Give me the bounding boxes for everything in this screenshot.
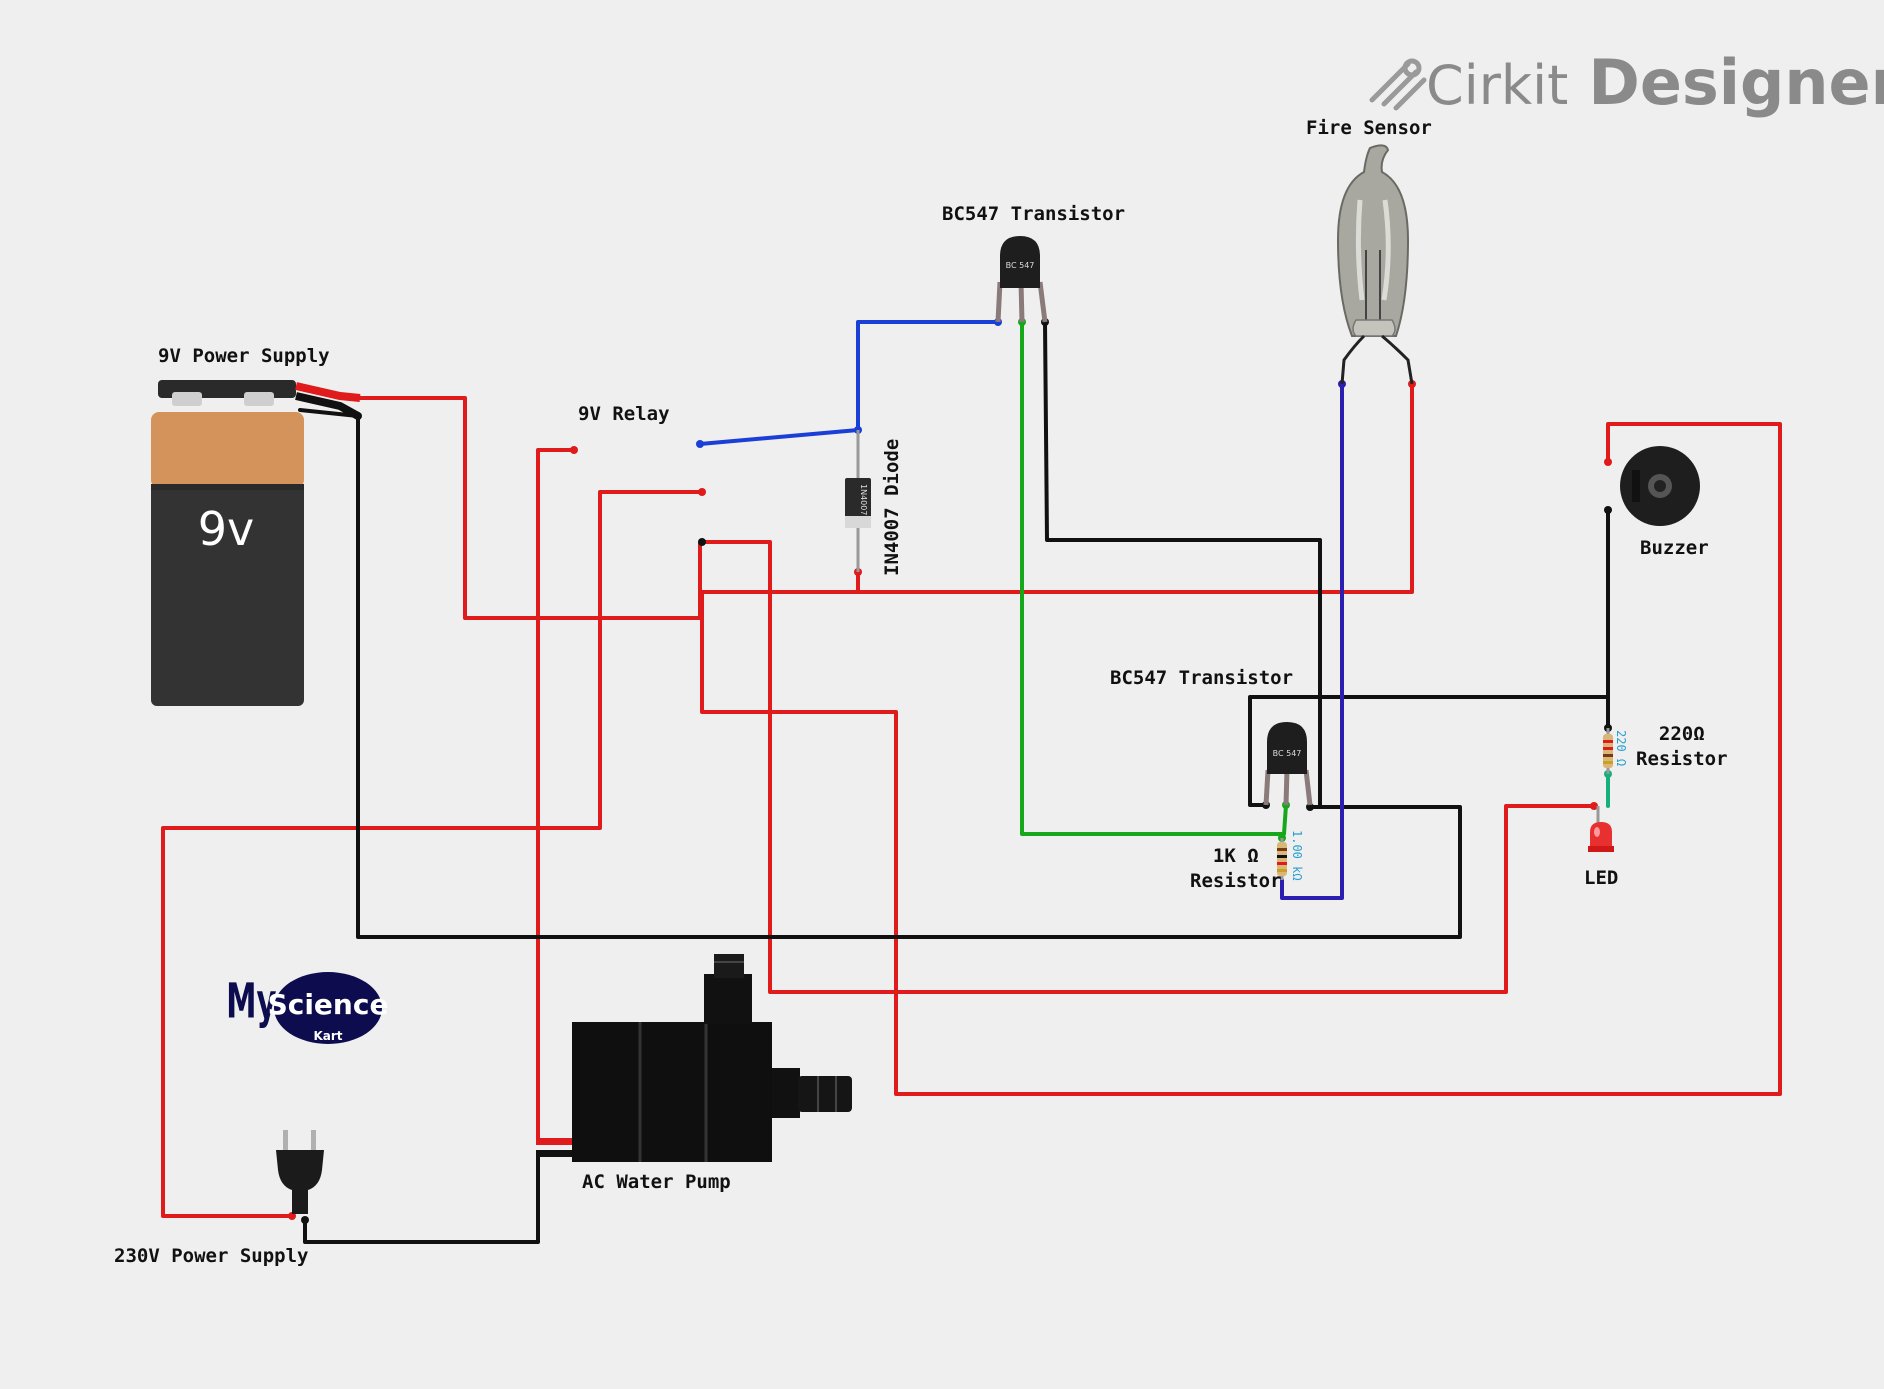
wire-t1-base-t2[interactable] xyxy=(1020,318,1288,836)
buzzer[interactable] xyxy=(1620,446,1700,526)
myscience-kart-logo: My Science Kart xyxy=(226,972,388,1044)
label-led: LED xyxy=(1584,867,1619,889)
transistor2-marking: BC 547 xyxy=(1273,749,1302,758)
label-fire-sensor: Fire Sensor xyxy=(1306,117,1432,139)
label-plug: 230V Power Supply xyxy=(114,1245,309,1267)
resistor220-value-marking: 220 Ω xyxy=(1614,730,1628,767)
wire-plug-pump-neutral[interactable] xyxy=(303,1153,572,1244)
label-diode: IN4007 Diode xyxy=(881,438,903,576)
logo-my: My xyxy=(226,973,276,1030)
wire-relay-led[interactable] xyxy=(700,540,1596,994)
ac-water-pump[interactable] xyxy=(536,954,852,1162)
ac-plug-230v[interactable] xyxy=(276,1130,324,1214)
wire-relay-common-loop[interactable] xyxy=(698,382,1414,594)
wire-relay-nc-plug[interactable] xyxy=(161,490,704,1218)
label-resistor220: 220Ω Resistor xyxy=(1636,722,1728,771)
logo-kart: Kart xyxy=(313,1029,342,1043)
label-resistor1k-line2: Resistor xyxy=(1190,869,1282,892)
resistor-1k[interactable] xyxy=(1277,838,1287,880)
wire-relay-no-pump[interactable] xyxy=(536,448,576,1144)
label-relay: 9V Relay xyxy=(578,403,670,425)
resistor-220[interactable] xyxy=(1603,728,1613,774)
brand-name-part1: Cirkit xyxy=(1426,54,1569,117)
transistor-bc547-1[interactable]: BC 547 xyxy=(995,236,1048,323)
label-resistor1k: 1K Ω Resistor xyxy=(1190,844,1282,893)
label-battery: 9V Power Supply xyxy=(158,345,330,367)
wire-fire-sensor-1k[interactable] xyxy=(1280,382,1344,900)
label-resistor220-line2: Resistor xyxy=(1636,747,1728,770)
cirkit-designer-brand: Cirkit Designer xyxy=(1426,46,1884,119)
wire-t1-emitter[interactable] xyxy=(1043,320,1322,807)
fire-sensor[interactable] xyxy=(1336,144,1414,385)
logo-science: Science xyxy=(268,988,389,1021)
transistor-bc547-2[interactable]: BC 547 xyxy=(1263,722,1313,806)
diode-marking: 1N4007 xyxy=(859,484,868,515)
label-transistor2: BC547 Transistor xyxy=(1110,667,1294,689)
label-resistor1k-line1: 1K Ω xyxy=(1212,845,1259,867)
wire-t1-relay-coil[interactable] xyxy=(698,320,1000,446)
cirkit-pencil-icon xyxy=(1369,58,1427,111)
wires xyxy=(161,318,1782,1244)
label-resistor220-line1: 220Ω xyxy=(1658,723,1705,745)
battery-body-text: 9v xyxy=(198,502,255,556)
transistor1-marking: BC 547 xyxy=(1006,261,1035,270)
wire-relay-buzzer[interactable] xyxy=(700,422,1782,1096)
wire-r220-t2[interactable] xyxy=(1248,695,1610,807)
label-transistor1: BC547 Transistor xyxy=(942,203,1126,225)
label-buzzer: Buzzer xyxy=(1640,537,1709,559)
diode-in4007[interactable]: 1N4007 xyxy=(845,430,871,572)
led[interactable] xyxy=(1588,806,1614,852)
label-pump: AC Water Pump xyxy=(582,1171,731,1193)
battery-9v[interactable]: 9v xyxy=(151,380,361,706)
brand-name-part2: Designer xyxy=(1588,46,1884,119)
resistor1k-value-marking: 1.00 kΩ xyxy=(1290,830,1304,881)
